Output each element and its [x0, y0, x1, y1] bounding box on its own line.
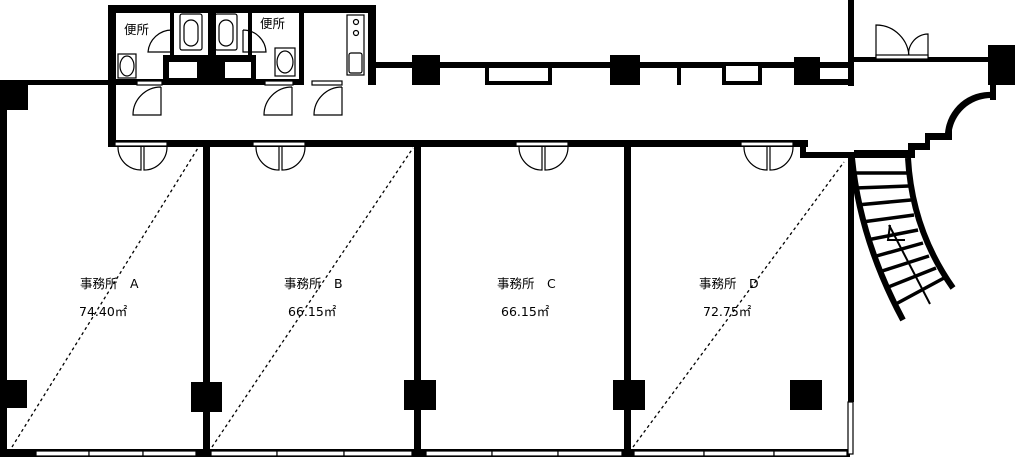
office-a-name: 事務所 A — [80, 276, 139, 291]
toilet-label-left: 便所 — [124, 22, 149, 37]
office-d-area: 72.75㎡ — [703, 304, 752, 319]
diagonal-a — [11, 147, 199, 448]
toilet-block: 便所 便所 — [108, 5, 376, 145]
office-d: 事務所 D 72.75㎡ — [699, 276, 759, 319]
stair-arrow — [888, 224, 931, 305]
office-b: 事務所 B 66.15㎡ — [284, 276, 343, 319]
office-a-area: 74.40㎡ — [79, 304, 128, 319]
windows — [35, 401, 854, 457]
door-swing-toilet-left — [132, 86, 162, 116]
toilet-label-right: 便所 — [260, 16, 285, 31]
office-b-name: 事務所 B — [284, 276, 343, 291]
diagonal-b — [211, 147, 414, 448]
door-swing-kitchen — [313, 86, 343, 116]
office-c-name: 事務所 C — [497, 276, 556, 291]
office-b-area: 66.15㎡ — [288, 304, 337, 319]
door-swing-toilet-right — [263, 86, 293, 116]
office-walls — [0, 80, 854, 457]
office-c-area: 66.15㎡ — [501, 304, 550, 319]
spiral-staircase — [849, 157, 956, 322]
office-c: 事務所 C 66.15㎡ — [497, 276, 556, 319]
office-d-name: 事務所 D — [699, 276, 759, 291]
diagonal-d — [632, 161, 845, 448]
office-a: 事務所 A 74.40㎡ — [79, 276, 139, 319]
office-doors — [114, 141, 794, 171]
corridor — [108, 0, 1015, 158]
